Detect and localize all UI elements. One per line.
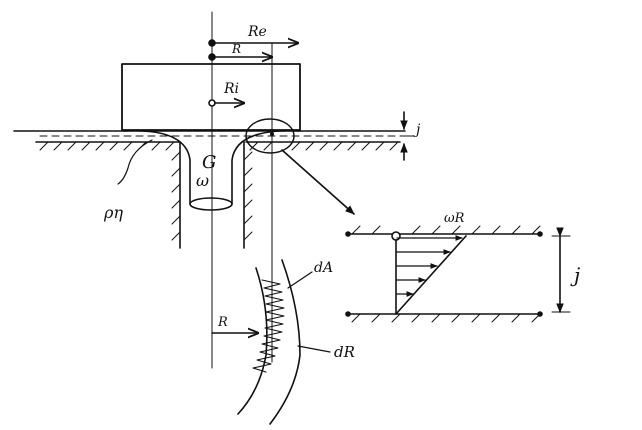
detail-gap-label: j [570,263,580,287]
radial-element-leader [297,345,331,353]
velocity-profile-detail [345,225,571,323]
element-radius-label: R [217,315,228,330]
detail-velocity-label: ωR [444,211,465,226]
detail-circle [245,118,295,154]
shaft [123,129,301,211]
fluid-film [13,130,406,137]
gap-label: j [413,122,421,138]
rotation-symbol: G [202,152,216,173]
inner-radius-label: Ri [223,81,239,97]
reference-lines [211,11,273,369]
detail-leader [281,149,355,215]
gap-dimension [399,111,415,161]
radius-label: R [231,42,241,56]
radial-element-label: dR [334,343,355,361]
area-element [237,259,301,425]
radius-arrows [208,40,298,106]
stationary-plate [35,141,401,249]
rotating-disc [121,63,301,131]
outer-radius-label: Re [247,24,267,40]
area-element-leader [287,271,313,289]
area-element-label: dA [314,260,333,276]
density-leader [117,139,153,185]
omega-label: ω [196,171,209,190]
density-label: ρη [103,203,123,222]
